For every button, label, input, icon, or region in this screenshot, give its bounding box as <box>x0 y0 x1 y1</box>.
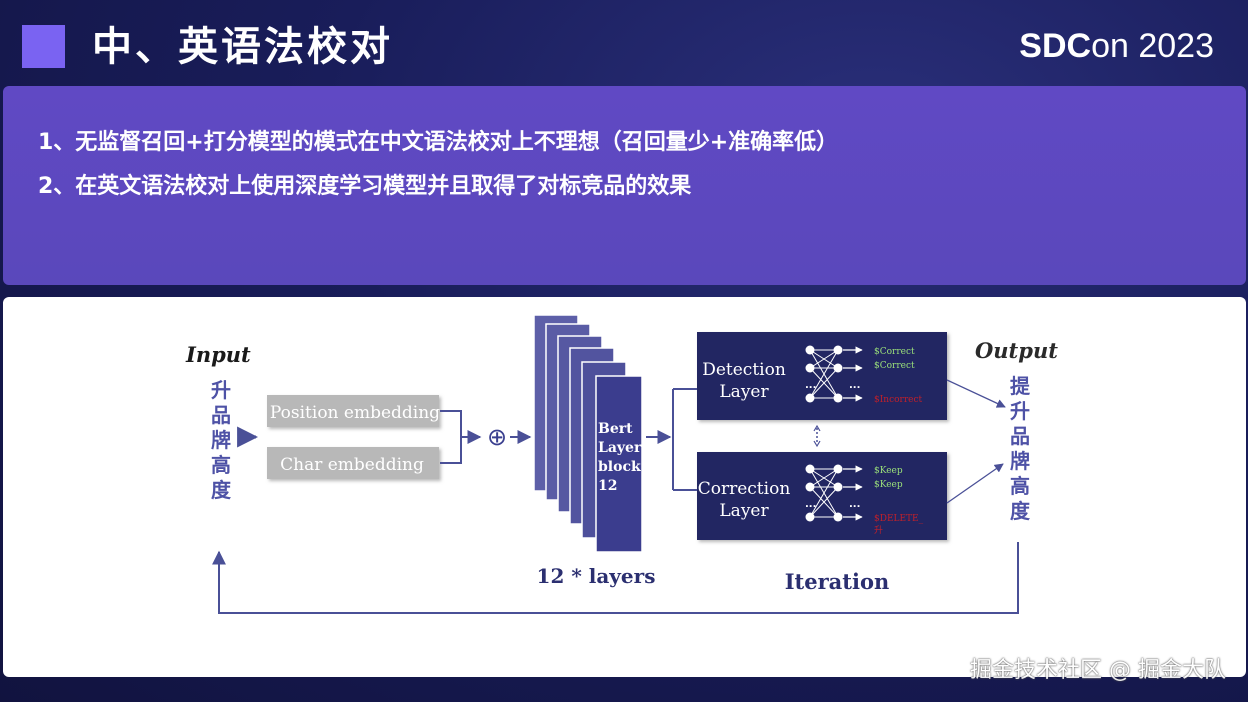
bert-line: 12 <box>598 478 617 494</box>
iteration-label: Iteration <box>785 569 890 594</box>
detection-outputs: $Correct $Correct $Incorrect <box>874 347 923 405</box>
input-char: 牌 <box>211 428 231 452</box>
detection-output: $Incorrect <box>874 395 923 405</box>
conference-logo-rest: on 2023 <box>1091 27 1214 65</box>
output-char: 提 <box>1010 374 1031 398</box>
output-chars: 提 升 品 牌 高 度 <box>1010 374 1031 523</box>
detection-label-line: Detection <box>702 360 786 380</box>
correction-output-arrows <box>843 465 863 521</box>
output-char: 度 <box>1010 499 1031 523</box>
bert-layer-stack <box>533 314 643 553</box>
watermark: 掘金技术社区 @ 掘金大队 <box>970 658 1226 683</box>
correction-nodes <box>805 464 843 522</box>
title-accent-square <box>22 25 65 68</box>
detection-nodes <box>805 345 843 403</box>
position-embedding-label: Position embedding <box>270 403 440 423</box>
correction-ellipsis-left: ... <box>805 499 816 510</box>
char-embedding-label: Char embedding <box>280 455 424 475</box>
bert-line: Bert <box>598 421 633 437</box>
conference-logo-bold: SDC <box>1019 27 1092 65</box>
layers-caption: 12 * layers <box>537 564 656 588</box>
detection-output-arrows <box>843 346 863 402</box>
output-label: Output <box>975 338 1058 363</box>
position-embedding-box <box>267 395 439 427</box>
detection-network-icon <box>809 349 839 399</box>
char-embedding-box <box>267 447 439 479</box>
correction-output: $Keep <box>874 466 903 476</box>
correction-output: $DELETE_ <box>874 514 924 524</box>
correction-outputs: $Keep $Keep $DELETE_ 升 <box>874 466 924 536</box>
correction-output: 升 <box>874 525 883 536</box>
embedding-merge-lines <box>440 410 480 464</box>
branch-lines <box>672 388 697 491</box>
correction-to-output-arrow <box>946 463 1004 504</box>
detection-layer-box <box>697 332 947 420</box>
correction-ellipsis-right: ... <box>849 499 860 510</box>
correction-network-icon <box>809 468 839 518</box>
summary-panel <box>3 86 1246 285</box>
slide-title: 中、英语法校对 <box>92 24 393 70</box>
plus-symbol: ⊕ <box>487 423 507 451</box>
feedback-loop-line <box>212 542 1019 614</box>
detection-label: Detection Layer <box>702 360 786 402</box>
output-char: 升 <box>1010 399 1030 423</box>
bullet-1: 1、无监督召回+打分模型的模式在中文语法校对上不理想（召回量少+准确率低） <box>38 130 839 155</box>
input-char: 品 <box>211 403 231 427</box>
output-char: 品 <box>1010 424 1030 448</box>
input-chars: 升 品 牌 高 度 <box>211 378 232 502</box>
conference-logo: SDCon 2023 <box>1019 26 1214 66</box>
detection-output: $Correct <box>874 347 915 357</box>
bert-line: block <box>598 459 641 475</box>
bert-line: Layer <box>598 440 642 456</box>
detection-output: $Correct <box>874 361 915 371</box>
bullet-2: 2、在英文语法校对上使用深度学习模型并且取得了对标竞品的效果 <box>38 174 692 199</box>
correction-label: Correction Layer <box>698 479 791 521</box>
output-char: 高 <box>1010 474 1030 498</box>
detection-label-line: Layer <box>719 382 769 402</box>
input-char: 高 <box>211 453 231 477</box>
layer-link-heads <box>813 424 821 448</box>
correction-label-line: Correction <box>698 479 791 499</box>
input-label: Input <box>185 342 251 367</box>
bert-block-label: Bert Layer block 12 <box>598 421 642 494</box>
output-char: 牌 <box>1010 449 1030 473</box>
detection-ellipsis-left: ... <box>805 380 816 391</box>
detection-ellipsis-right: ... <box>849 380 860 391</box>
correction-output: $Keep <box>874 480 903 490</box>
detection-to-output-arrow <box>946 379 1006 408</box>
input-char: 升 <box>211 378 231 402</box>
bert-layer-front <box>595 375 643 553</box>
correction-label-line: Layer <box>719 501 769 521</box>
input-char: 度 <box>211 478 232 502</box>
